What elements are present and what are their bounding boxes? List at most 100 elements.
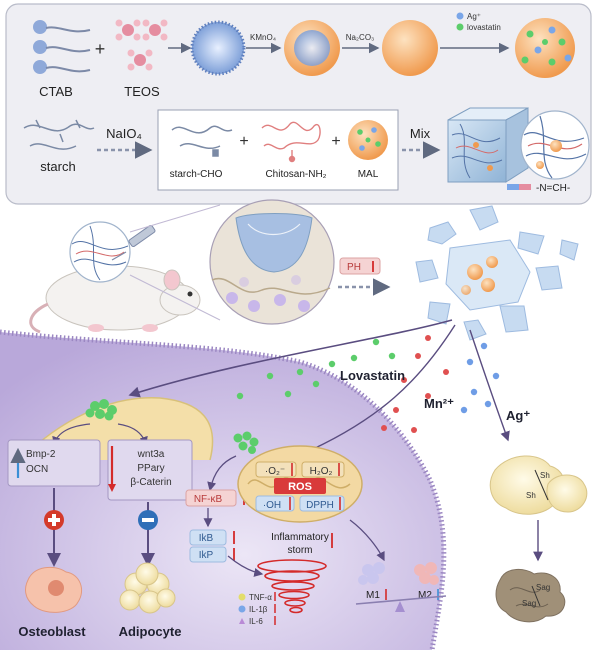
m1-label: M1 (366, 590, 380, 601)
promote-plus-icon (44, 510, 64, 530)
nfkb-badge (185, 489, 237, 507)
hydroxyl-label: ·OH (263, 500, 281, 511)
inhibit-minus-icon (138, 510, 158, 530)
schiff-base-label: -N=CH- (536, 183, 570, 194)
schiff-base-bond-icon (507, 184, 531, 190)
dpph-badge (299, 495, 345, 512)
ag-ion-dots (460, 342, 500, 414)
nfkb-label: NF-κB (194, 494, 223, 505)
syringe-icon (111, 224, 156, 261)
ikp-label: IkP (199, 550, 214, 561)
m2-label: M2 (418, 590, 432, 601)
starch-label: starch (40, 159, 75, 174)
starch-cho-icon (171, 125, 233, 157)
lovastatin-legend-label: lovastatin (467, 23, 501, 32)
m2-macrophage-icon (414, 562, 439, 585)
osteogenic-genes-box (7, 439, 101, 487)
teos-molecule-icon (115, 19, 168, 71)
hydrogel-zoom-circle (520, 110, 590, 180)
ctab-label: CTAB (39, 84, 73, 99)
ph-badge (339, 257, 381, 275)
ppary-label: PPary (137, 463, 164, 474)
m1-macrophage-icon (358, 562, 385, 585)
wnt3a-label: wnt3a (137, 449, 165, 460)
micelle-sphere (190, 20, 246, 76)
ag-legend-label: Ag⁺ (467, 12, 481, 21)
inflammatory-storm-label-1: Inflammatory (271, 532, 329, 543)
kmno4-label: KMnO₄ (250, 33, 276, 42)
tnf-dot (238, 593, 246, 601)
ocn-label: OCN (26, 464, 48, 475)
osteoblast-cell-icon (25, 566, 82, 613)
osteoblast-label: Osteoblast (18, 624, 86, 639)
h2o2-badge (301, 461, 345, 478)
mn-ion-dots (381, 335, 449, 433)
teos-label: TEOS (124, 84, 160, 99)
plus-sign-3: + (331, 133, 340, 150)
injected-hydrogel-zoom (69, 221, 131, 283)
hollow-mn-sphere (382, 20, 438, 76)
chitosan-label: Chitosan-NH₂ (265, 169, 326, 180)
loaded-mal-particle (515, 18, 575, 78)
adipogenic-genes-box (107, 439, 193, 501)
adipocyte-cell-icon (119, 562, 176, 614)
lovastatin-cluster-icon-2 (233, 431, 259, 454)
il6-label: IL-6 (249, 617, 263, 626)
naio4-label: NaIO₄ (106, 126, 142, 141)
bacteria-thiol-icon (489, 455, 588, 515)
superoxide-label: ·O₂⁻ (265, 466, 285, 477)
hydroxyl-badge (255, 495, 295, 512)
na2co3-label: Na₂CO₃ (346, 33, 375, 42)
sag-label-2: Sag (522, 599, 536, 608)
superoxide-badge (255, 461, 297, 478)
thiol-label-1: Sh (540, 471, 550, 480)
ros-badge (274, 478, 326, 494)
starch-cho-label: starch-CHO (170, 169, 223, 180)
mal-particle-icon (348, 120, 388, 160)
ikp-badge (189, 546, 227, 563)
lovastatin-legend-dot (456, 23, 464, 31)
degraded-hydrogel-fragments (415, 205, 579, 341)
balance-fulcrum (395, 601, 405, 612)
ph-label: PH (347, 262, 361, 273)
plus-sign-2: + (239, 133, 248, 150)
released-mal-particles (461, 256, 498, 295)
cell-membrane (0, 329, 447, 651)
chitosan-icon (261, 121, 321, 163)
h2o2-label: H₂O₂ (310, 466, 333, 477)
lovastatin-label: Lovastatin (340, 368, 405, 383)
ros-label: ROS (288, 481, 312, 493)
ikb-label: IkB (199, 533, 214, 544)
il1b-dot (238, 605, 246, 613)
ctab-molecule-icon (33, 20, 91, 74)
dpph-label: DPPH (306, 500, 334, 511)
thiol-label-2: Sh (526, 491, 536, 500)
bone-defect-zoom (209, 199, 335, 325)
mn-label: Mn²⁺ (424, 396, 454, 411)
tnf-label: TNF-α (249, 593, 272, 602)
hydrogel-cube (447, 107, 529, 183)
sag-label-1: Sag (536, 583, 550, 592)
il1b-label: IL-1β (249, 605, 268, 614)
mal-label: MAL (358, 169, 379, 180)
mix-label: Mix (410, 126, 431, 141)
bcatenin-label: β-Caterin (130, 477, 171, 488)
inflammatory-storm-label-2: storm (288, 545, 313, 556)
lovastatin-dots (236, 338, 396, 400)
starch-chain-icon (23, 119, 95, 150)
ikb-badge (189, 529, 227, 546)
lovastatin-cluster-icon (85, 399, 117, 421)
il6-triangle (239, 618, 245, 624)
ag-label: Ag⁺ (506, 408, 530, 423)
adipocyte-label: Adipocyte (119, 624, 182, 639)
bmp2-label: Bmp-2 (26, 449, 56, 460)
ag-legend-dot (456, 12, 464, 20)
dead-bacteria-icon (495, 569, 566, 623)
mn-coated-micelle (284, 20, 340, 76)
mouse-illustration (29, 265, 201, 334)
balance-beam (355, 595, 447, 605)
inflammatory-storm-tornado-icon (257, 559, 327, 614)
plus-sign: + (95, 39, 106, 59)
